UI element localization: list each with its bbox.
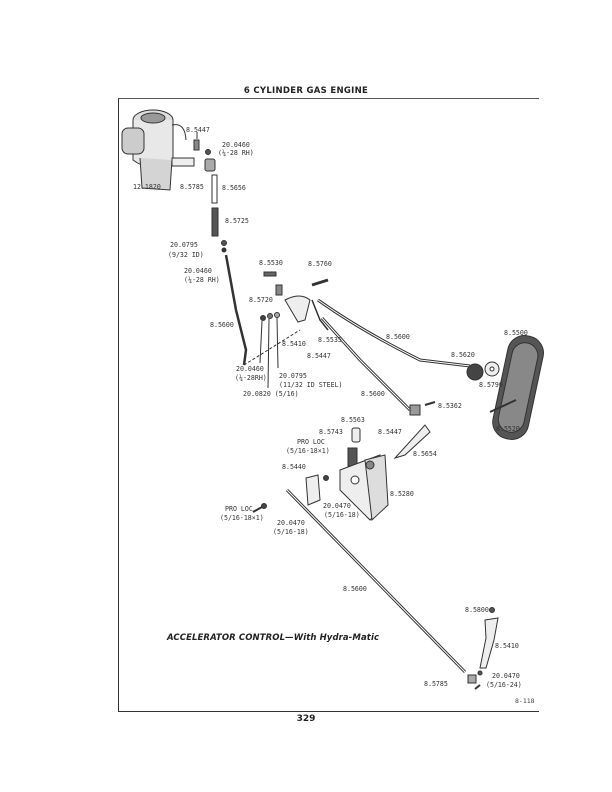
- part-label-spec: (¼-28 RH): [184, 276, 220, 284]
- page-number: 329: [296, 714, 316, 724]
- part-label: 8.5720: [249, 296, 273, 304]
- part-label-spec: (¼-28 RH): [218, 149, 254, 157]
- page-header: 6 CYLINDER GAS ENGINE: [243, 86, 369, 96]
- part-label: 8.5520: [496, 425, 520, 433]
- part-label: PRO LOC: [225, 505, 253, 513]
- part-label-spec: (5/16-24): [486, 681, 522, 689]
- part-8-5410-lever: [479, 617, 499, 669]
- part-label: 8.5600: [386, 333, 410, 341]
- part-label: 20.0470: [277, 519, 305, 527]
- part-label: PRO LOC: [297, 438, 325, 446]
- part-label: 8.5563: [341, 416, 365, 424]
- part-label: 8.5535: [318, 336, 342, 344]
- part-label: 20.0470: [323, 502, 351, 510]
- part-label: 8.5447: [378, 428, 402, 436]
- part-8-5440-bracket: [305, 474, 321, 506]
- part-label: 20.0795: [279, 372, 307, 380]
- part-label: 20.0820 (5/16): [243, 390, 299, 398]
- rod-8-5600-upper: [224, 254, 248, 366]
- part-label-spec: (5/16-18): [324, 511, 360, 519]
- part-label-spec: (5/16-18×1): [286, 447, 330, 455]
- part-label-spec: (9/32 ID): [168, 251, 204, 259]
- part-label: 8.5280: [390, 490, 414, 498]
- part-label-spec: (11/32 ID STEEL): [279, 381, 343, 389]
- figure-id: 8-118: [515, 697, 535, 705]
- figure-caption: ACCELERATOR CONTROL—With Hydra-Matic: [167, 633, 380, 643]
- part-label: 8.5600: [343, 585, 367, 593]
- part-label: 8.5620: [451, 351, 475, 359]
- part-label: 8.5362: [438, 402, 462, 410]
- part-8-5620-cushion: [466, 363, 484, 381]
- part-8-5725-spring: [211, 207, 219, 237]
- part-label: 8.5500: [504, 329, 528, 337]
- part-label: 8.5656: [222, 184, 246, 192]
- part-label: 8.5785: [180, 183, 204, 191]
- part-label-spec: (5/16-18×1): [220, 514, 264, 522]
- part-label: 8.5785: [424, 680, 448, 688]
- part-8-5447-clip: [193, 139, 200, 151]
- part-label: 8.5743: [319, 428, 343, 436]
- part-label-spec: (¼-28RH): [235, 374, 267, 382]
- part-label: 8.5447: [307, 352, 331, 360]
- part-label: 8.5760: [308, 260, 332, 268]
- part-label: 8.5800: [465, 606, 489, 614]
- part-label: 8.5600: [361, 390, 385, 398]
- part-8-5500-accelerator-pedal: [492, 335, 544, 440]
- figure-frame: [118, 98, 539, 712]
- part-label: 8.5600: [210, 321, 234, 329]
- part-label: 8.5440: [282, 463, 306, 471]
- part-label: 20.0460: [222, 141, 250, 149]
- part-label: 8.5725: [225, 217, 249, 225]
- part-label: 8.5410: [495, 642, 519, 650]
- part-label: 20.0460: [236, 365, 264, 373]
- part-label-spec: (5/16-18): [273, 528, 309, 536]
- part-label: 20.0460: [184, 267, 212, 275]
- part-8-5280-bracket: [339, 454, 389, 522]
- part-label: 8.5530: [259, 259, 283, 267]
- part-8-5654-lever: [393, 424, 431, 459]
- part-label: 8.5447: [186, 126, 210, 134]
- part-label: 8.5790: [479, 381, 503, 389]
- part-label: 8.5410: [282, 340, 306, 348]
- part-label: 20.0795: [170, 241, 198, 249]
- part-8-5656-rod: [211, 174, 218, 204]
- part-label: 12.1820: [133, 183, 161, 191]
- carburetor-illustration: [121, 109, 195, 191]
- part-label: 8.5654: [413, 450, 437, 458]
- part-label: 20.0470: [492, 672, 520, 680]
